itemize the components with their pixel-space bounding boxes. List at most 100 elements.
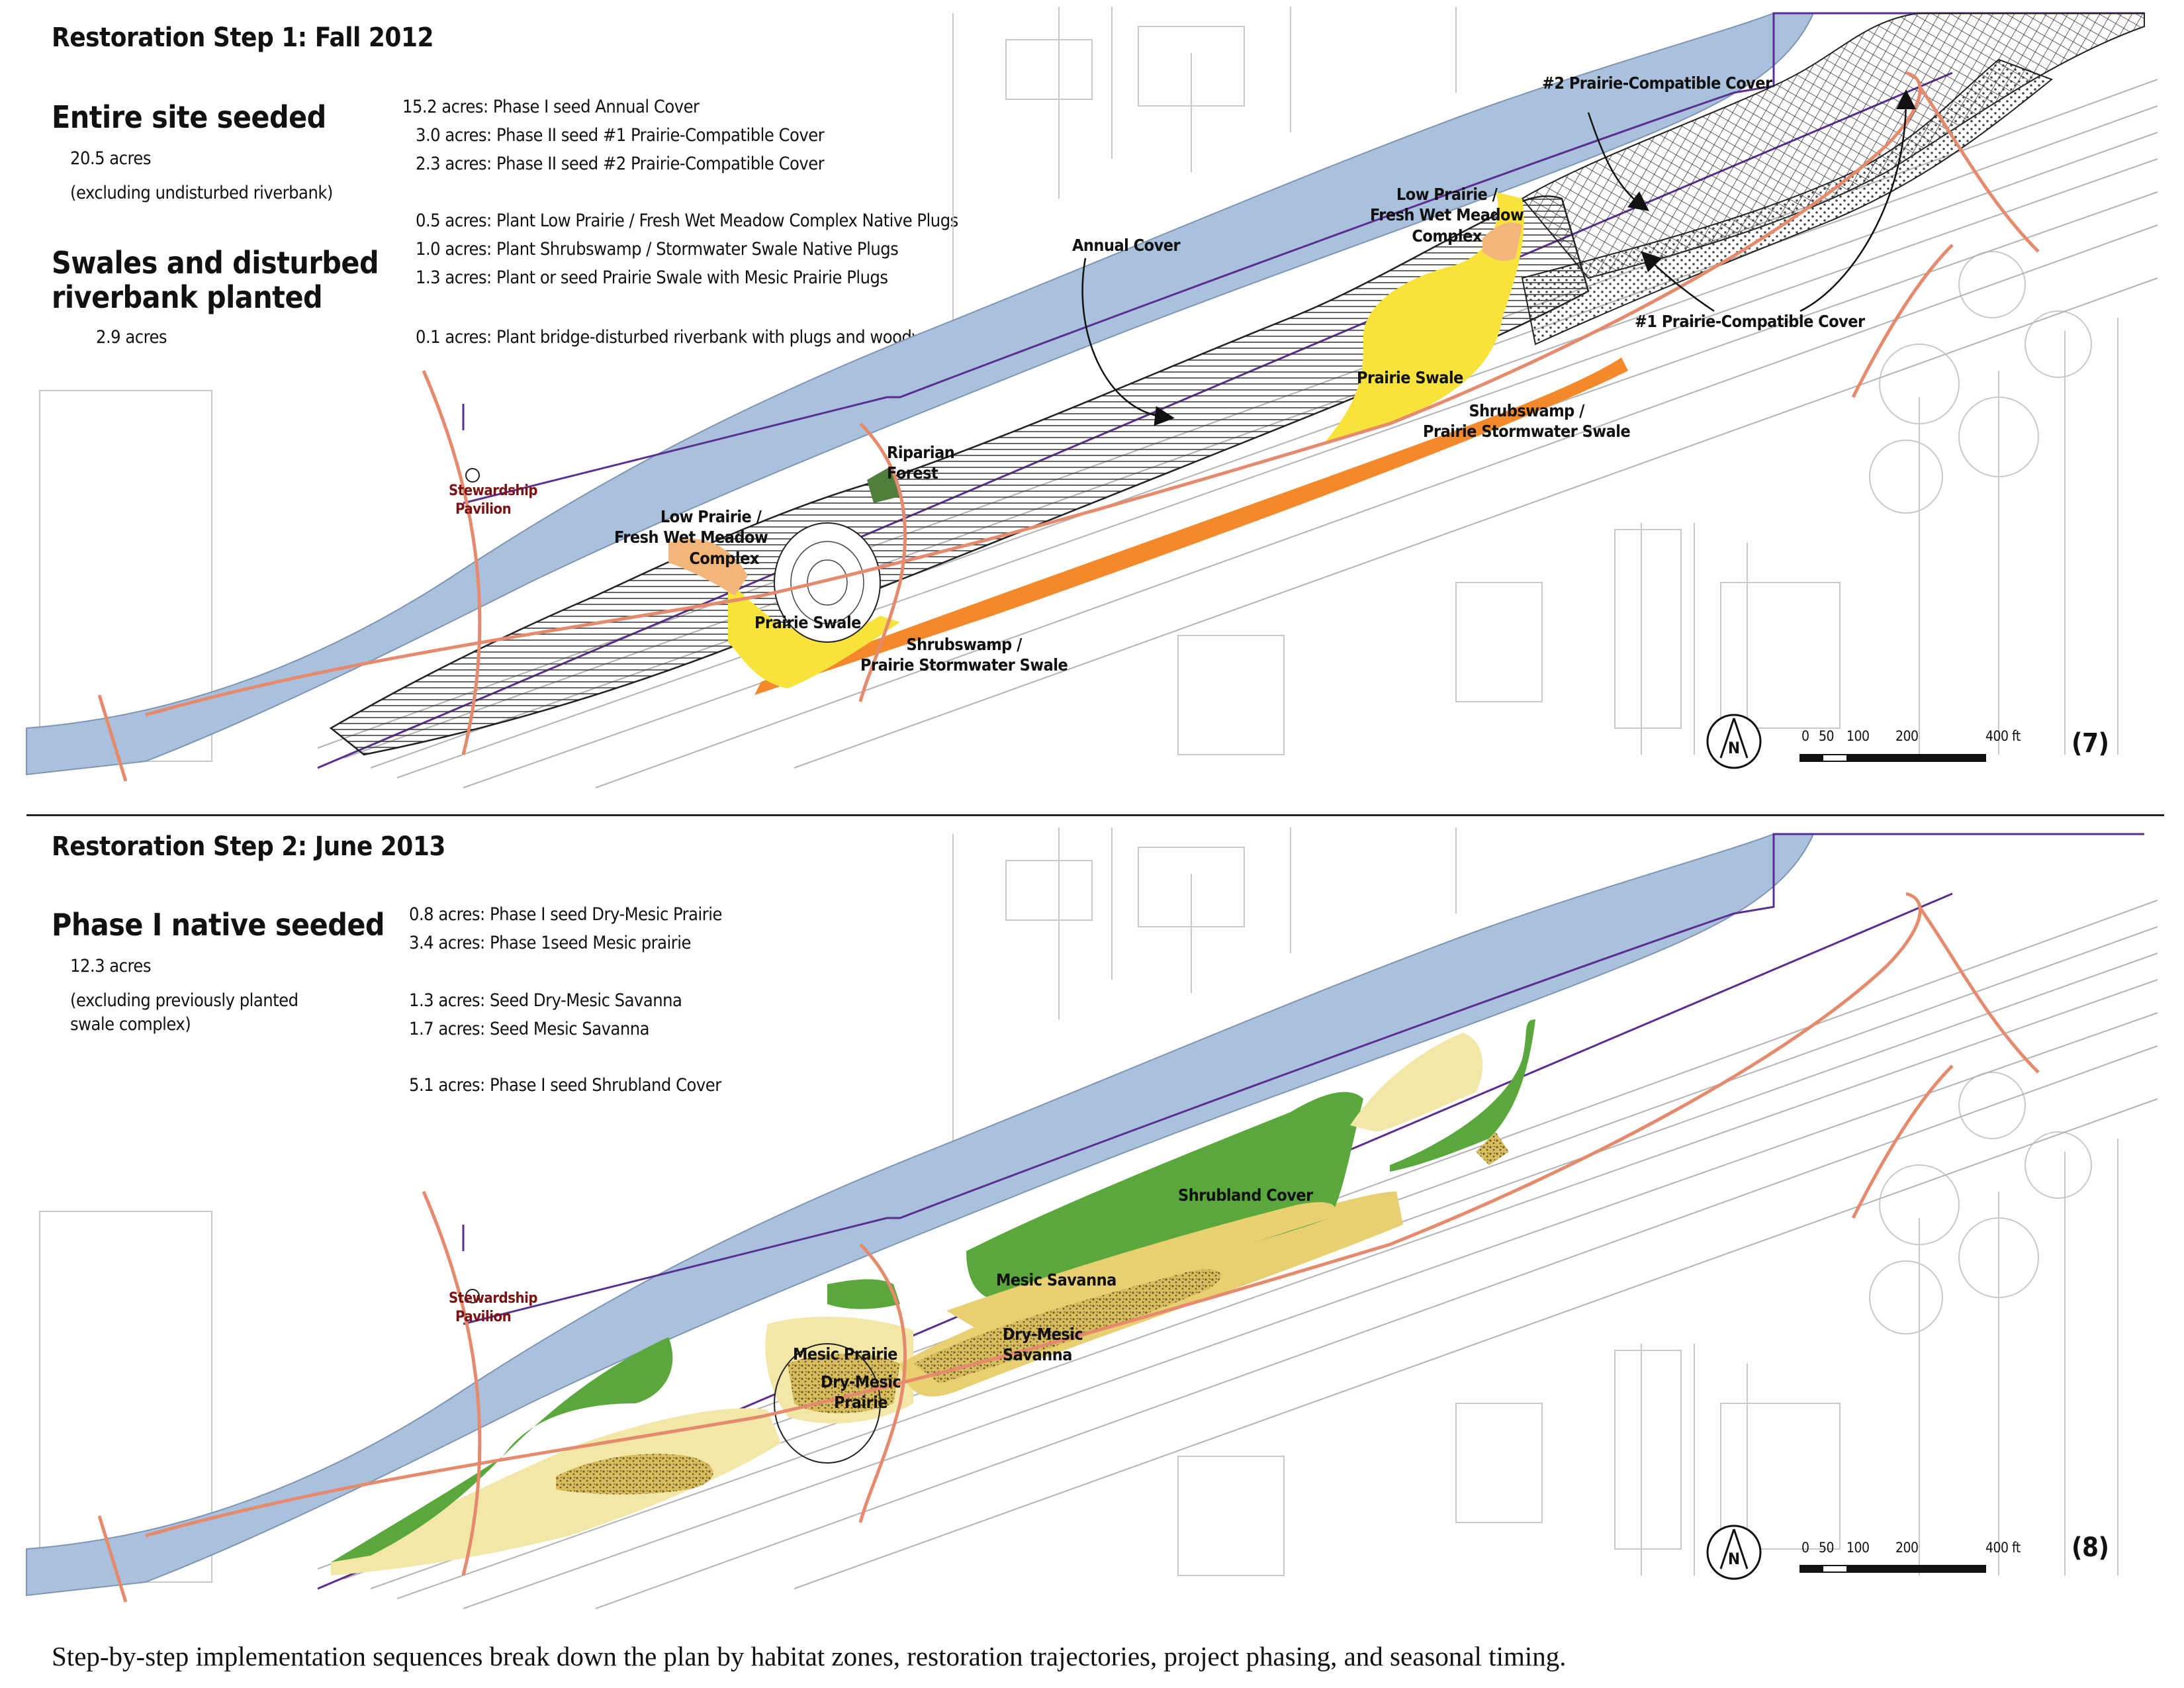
step1-label-shrubswamp-top: Shrubswamp / Prairie Stormwater Swale: [1423, 400, 1631, 442]
step2-scale-tick: 0: [1801, 1540, 1809, 1556]
label-line: Riparian: [887, 443, 955, 462]
step2-shrubland-north: [827, 1279, 900, 1309]
step1-label-prairie-swale-bot: Prairie Swale: [754, 613, 861, 632]
label-line: Dry-Mesic: [821, 1372, 901, 1391]
label-line: Dry-Mesic: [1003, 1325, 1083, 1344]
step1-shrubswamp: [754, 357, 1628, 695]
step2-label-shrubland: Shrubland Cover: [1178, 1186, 1313, 1205]
step2-figure-number: (8): [2071, 1532, 2109, 1563]
label-line: Complex: [1412, 226, 1482, 246]
step1-figure-number: (7): [2071, 728, 2109, 759]
step1-north-arrow: [1706, 714, 1762, 769]
step1-scale-tick: 50: [1819, 728, 1835, 744]
step1-site-plan: [26, 7, 2158, 788]
step1-basemap: [39, 7, 2118, 762]
step2-dry-mesic-ne: [1476, 1132, 1509, 1165]
step2-scale-tick: 400 ft: [1985, 1540, 2021, 1556]
step1-scale-tick: 400 ft: [1985, 728, 2021, 744]
step2-list-item: 3.4 acres: Phase 1seed Mesic prairie: [409, 933, 691, 953]
label-line: Low Prairie /: [660, 507, 762, 526]
step2-title: Restoration Step 2: June 2013: [52, 831, 445, 862]
label-line: Low Prairie /: [1396, 185, 1498, 204]
step1-swales-heading-1: Swales and disturbed: [52, 245, 379, 281]
step1-label-prairie-swale-top: Prairie Swale: [1357, 368, 1463, 387]
step1-scale-tick: 200: [1895, 728, 1919, 744]
step1-low-prairie-top: [1482, 222, 1522, 261]
label-line: Savanna: [1003, 1345, 1072, 1365]
step2-scale-tick: 50: [1819, 1540, 1835, 1556]
step1-label-shrubswamp-bot: Shrubswamp / Prairie Stormwater Swale: [860, 634, 1068, 676]
step2-label-dry-mesic-savanna: Dry-Mesic Savanna: [1003, 1324, 1083, 1366]
step2-scale-tick: 100: [1846, 1540, 1870, 1556]
step1-entire-note: (excluding undisturbed riverbank): [70, 183, 333, 203]
step1-low-prairie-bot: [668, 538, 748, 596]
step1-prairie-swale-top: [1324, 192, 1524, 444]
step1-list-item: 0.5 acres: Plant Low Prairie / Fresh Wet…: [416, 211, 958, 231]
step1-label-low-prairie-bot: Low Prairie / Fresh Wet Meadow Complex: [614, 506, 768, 569]
label-line: Prairie Stormwater Swale: [1423, 422, 1631, 442]
step2-heading: Phase I native seeded: [52, 907, 385, 943]
step2-mesic-prairie-west: [331, 1408, 781, 1575]
step1-swales-heading-2: riverbank planted: [52, 279, 323, 315]
step2-mesic-prairie-ne: [1350, 1033, 1483, 1132]
step2-shrubland-cover: [966, 1092, 1363, 1302]
label-line: Complex: [689, 548, 759, 568]
step1-entire-acres: 20.5 acres: [70, 148, 152, 169]
label-line: Prairie: [834, 1393, 888, 1413]
step2-label-dry-mesic-prairie: Dry-Mesic Prairie: [821, 1372, 901, 1413]
step1-list-item: 15.2 acres: Phase I seed Annual Cover: [402, 97, 700, 117]
label-line: Prairie Stormwater Swale: [860, 655, 1068, 675]
step2-mesic-savanna: [946, 1202, 1336, 1331]
step2-north-label: N: [1728, 1550, 1740, 1568]
step2-scale-tick: 200: [1895, 1540, 1919, 1556]
figure-caption: Step-by-step implementation sequences br…: [52, 1641, 1567, 1671]
step2-list-item: 1.7 acres: Seed Mesic Savanna: [409, 1019, 650, 1039]
step1-list-item: 2.3 acres: Phase II seed #2 Prairie-Comp…: [416, 154, 825, 174]
section-divider: [26, 814, 2164, 816]
label-line: Forest: [887, 463, 938, 483]
step1-title: Restoration Step 1: Fall 2012: [52, 23, 434, 53]
step2-label-mesic-savanna: Mesic Savanna: [996, 1270, 1116, 1289]
step1-list-item: 3.0 acres: Phase II seed #1 Prairie-Comp…: [416, 125, 825, 146]
step2-note-1: (excluding previously planted: [70, 990, 298, 1011]
step1-scale-tick: 0: [1801, 728, 1809, 744]
step1-list-item: 0.1 acres: Plant bridge-disturbed riverb…: [416, 327, 974, 348]
step2-label-mesic-prairie: Mesic Prairie: [793, 1344, 897, 1364]
step1-scale-bar: [1799, 754, 1986, 762]
label-line: Pavilion: [455, 500, 512, 518]
step1-label-stewardship: Stewardship Pavilion: [449, 482, 538, 518]
label-line: Fresh Wet Meadow: [614, 528, 768, 547]
step2-north-arrow: [1706, 1524, 1762, 1580]
step1-label-cover2: #2 Prairie-Compatible Cover: [1542, 73, 1772, 93]
step1-label-annual-cover: Annual Cover: [1072, 236, 1181, 255]
step1-swales-acres: 2.9 acres: [96, 327, 167, 348]
step1-label-low-prairie-top: Low Prairie / Fresh Wet Meadow Complex: [1370, 184, 1524, 246]
step2-site-plan: [26, 827, 2158, 1609]
step2-acres: 12.3 acres: [70, 956, 152, 976]
step2-list-item: 5.1 acres: Phase I seed Shrubland Cover: [409, 1075, 721, 1096]
label-line: Shrubswamp /: [1469, 401, 1584, 420]
step2-list-item: 1.3 acres: Seed Dry-Mesic Savanna: [409, 990, 682, 1011]
label-line: Fresh Wet Meadow: [1370, 205, 1524, 225]
step2-shrubland-ne: [1390, 1019, 1535, 1172]
step2-dry-mesic-west: [556, 1454, 713, 1495]
step1-riparian-forest: [867, 467, 900, 503]
step2-dry-mesic-prairie: [788, 1354, 900, 1413]
label-line: Stewardship: [449, 483, 538, 499]
step2-river: [26, 833, 1815, 1597]
step2-scale-bar: [1799, 1565, 1986, 1573]
label-line: Stewardship: [449, 1290, 538, 1307]
step1-list-item: 1.0 acres: Plant Shrubswamp / Stormwater…: [416, 239, 899, 259]
step1-list-item: 1.3 acres: Plant or seed Prairie Swale w…: [416, 267, 888, 288]
step1-entire-heading: Entire site seeded: [52, 99, 326, 135]
step2-shrubland-west: [331, 1337, 673, 1562]
label-line: Pavilion: [455, 1308, 512, 1325]
label-line: Shrubswamp /: [906, 635, 1022, 654]
step1-label-cover1: #1 Prairie-Compatible Cover: [1635, 312, 1865, 331]
step1-label-riparian: Riparian Forest: [887, 442, 955, 484]
step1-north-label: N: [1728, 739, 1740, 757]
step2-list-item: 0.8 acres: Phase I seed Dry-Mesic Prairi…: [409, 904, 722, 925]
step2-dry-mesic-savanna: [913, 1269, 1221, 1383]
step2-note-2: swale complex): [70, 1014, 191, 1035]
step2-label-stewardship: Stewardship Pavilion: [449, 1289, 538, 1326]
